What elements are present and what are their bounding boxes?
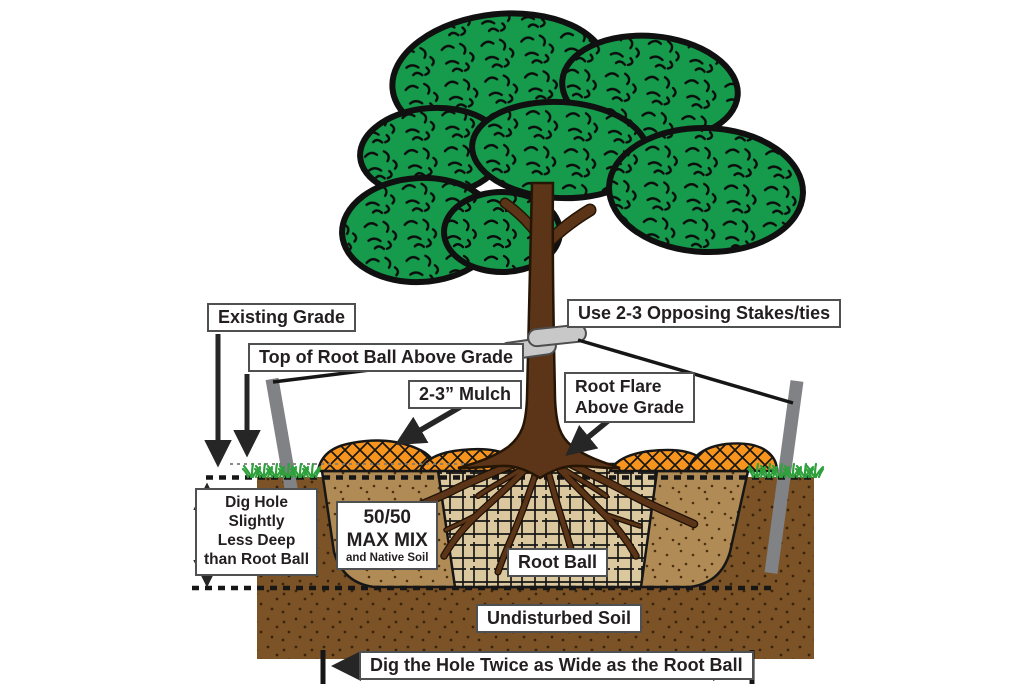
label-dig-hole-depth: Dig Hole Slightly Less Deep than Root Ba… [195,488,319,576]
label-undisturbed-soil: Undisturbed Soil [476,604,642,633]
label-root-ball: Root Ball [507,548,608,577]
label-top-of-root-ball: Top of Root Ball Above Grade [248,343,525,372]
mulch-arrow [394,403,464,446]
tree-canopy [339,10,806,286]
label-mulch: 2-3” Mulch [408,380,523,409]
label-root-flare: Root Flare Above Grade [564,372,695,423]
label-existing-grade: Existing Grade [207,303,357,332]
label-soil-mix: 50/50 MAX MIX and Native Soil [336,501,439,570]
label-stakes: Use 2-3 Opposing Stakes/ties [567,299,842,328]
label-dig-hole-width: Dig the Hole Twice as Wide as the Root B… [359,651,754,680]
